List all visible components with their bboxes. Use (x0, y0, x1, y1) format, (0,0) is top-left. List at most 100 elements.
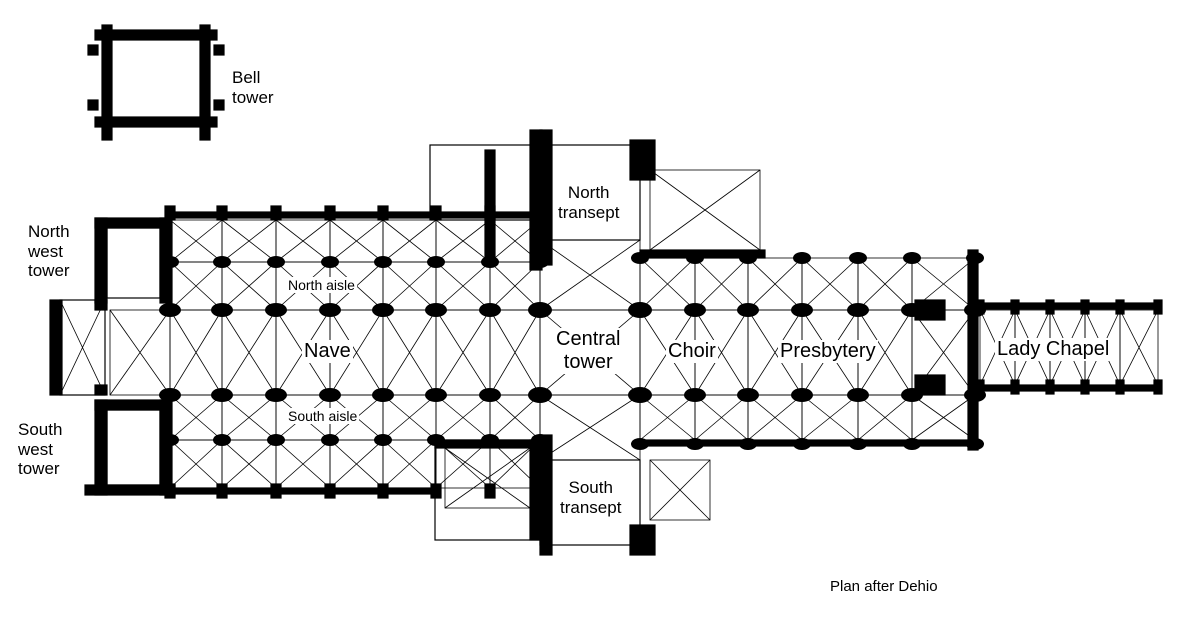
vault-rib (169, 261, 223, 311)
wall (1115, 379, 1125, 395)
pier (265, 303, 287, 317)
vault-rib (169, 219, 223, 263)
wall (914, 299, 946, 321)
vault-rib (275, 439, 331, 489)
wall (539, 129, 553, 266)
vault-rib (221, 261, 277, 311)
wall (975, 299, 985, 315)
pier (739, 438, 757, 450)
vault-rib (857, 394, 913, 441)
wall (484, 149, 496, 261)
vault-rib (435, 219, 491, 263)
pier (319, 303, 341, 317)
pier (684, 388, 706, 402)
vault-rib (221, 219, 277, 263)
wall (159, 399, 173, 496)
vault-rib (801, 257, 859, 311)
vault-rib (747, 309, 803, 396)
vault-rib (221, 309, 277, 396)
pier (479, 388, 501, 402)
vault-bay (444, 447, 531, 509)
pier (847, 303, 869, 317)
vault-rib (747, 394, 803, 441)
vault-rib (59, 299, 106, 396)
north-west-tower-room (106, 227, 161, 299)
vault-rib (1119, 309, 1159, 386)
pier (479, 303, 501, 317)
wall (49, 299, 63, 396)
pier (211, 303, 233, 317)
wall (1153, 299, 1163, 315)
pier (903, 438, 921, 450)
vault-rib (539, 239, 641, 311)
vault-rib (911, 394, 976, 441)
pier (213, 256, 231, 268)
vault-rib (275, 219, 331, 263)
vault-rib (857, 257, 913, 311)
pier (966, 252, 984, 264)
pier (211, 388, 233, 402)
vault-rib (857, 309, 913, 396)
pier (265, 388, 287, 402)
vault-rib (539, 394, 641, 461)
pier (686, 438, 704, 450)
wall (94, 217, 108, 304)
wall (1010, 379, 1020, 395)
wall (377, 205, 389, 221)
wall (629, 524, 656, 556)
wall (84, 484, 176, 496)
vault-rib (489, 309, 541, 396)
pier (631, 438, 649, 450)
wall (1080, 379, 1090, 395)
south-west-tower-room (106, 409, 161, 486)
vault-rib (329, 219, 384, 263)
pier (267, 434, 285, 446)
vault-rib (694, 257, 749, 311)
wall (430, 205, 442, 221)
wall (216, 483, 228, 499)
vault-rib (169, 394, 223, 441)
wall (430, 483, 442, 499)
wall (199, 24, 211, 141)
wall (1115, 299, 1125, 315)
vault-rib (649, 459, 711, 521)
wall (94, 384, 108, 396)
label-nave: Nave (302, 340, 353, 363)
vault-rib (382, 219, 437, 263)
wall (974, 384, 1161, 392)
pier (267, 256, 285, 268)
vault-rib (489, 394, 541, 441)
pier (791, 388, 813, 402)
pier (791, 303, 813, 317)
pier (686, 252, 704, 264)
wall (213, 44, 225, 56)
wall (87, 99, 99, 111)
vault-rib (435, 394, 491, 441)
pier (684, 303, 706, 317)
pier (629, 388, 651, 402)
wall (1153, 379, 1163, 395)
vault-bay (109, 309, 171, 396)
wall (377, 483, 389, 499)
wall (169, 487, 436, 495)
pier (528, 302, 552, 318)
pier (427, 256, 445, 268)
label-lady-chapel: Lady Chapel (995, 338, 1112, 361)
pier (903, 252, 921, 264)
pier (629, 303, 651, 317)
label-presbytery: Presbytery (778, 340, 878, 363)
pier (737, 388, 759, 402)
vault-rib (221, 394, 277, 441)
pier (849, 252, 867, 264)
vault-rib (649, 169, 761, 251)
vault-rib (435, 309, 491, 396)
credit-text: Plan after Dehio (830, 578, 938, 595)
wall (159, 217, 173, 304)
